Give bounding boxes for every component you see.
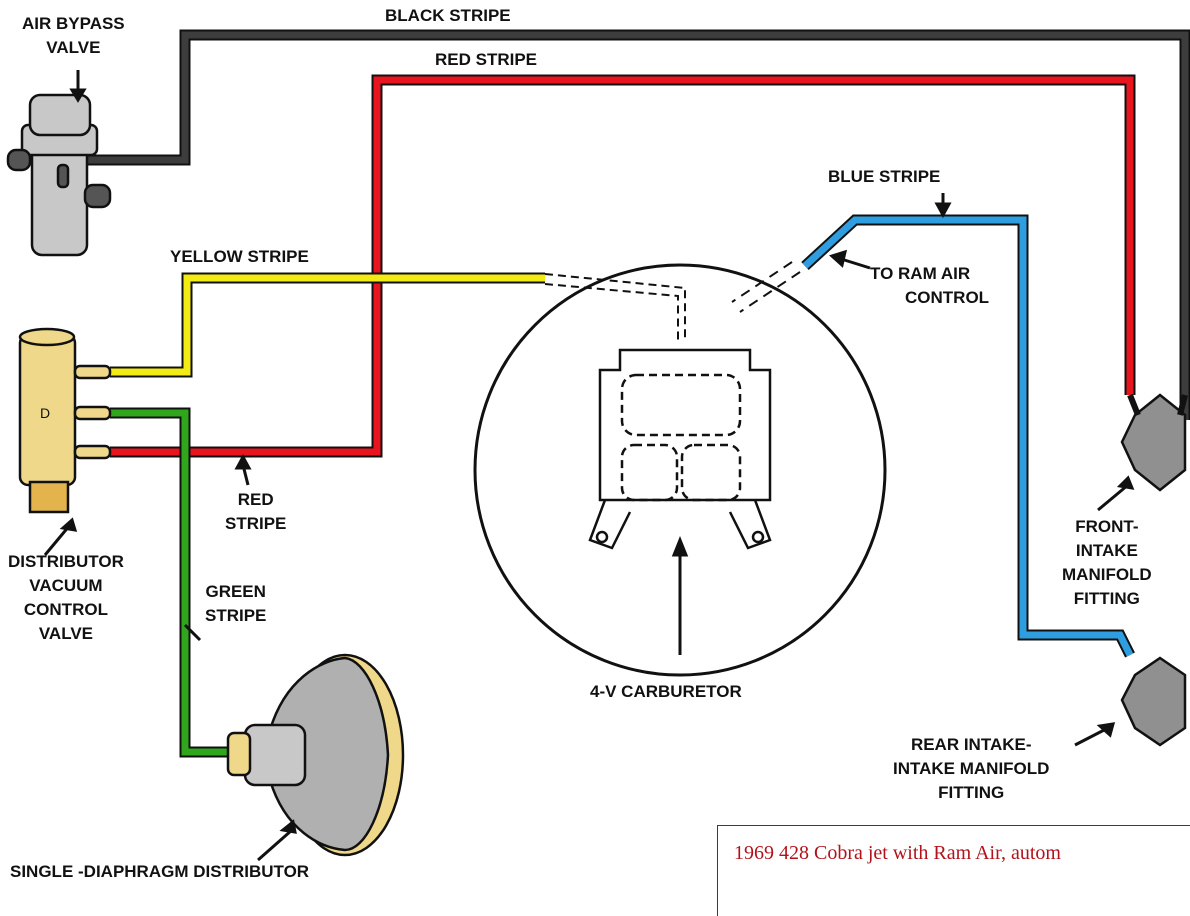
blue-stripe-hose [731,214,1135,658]
front-fitting-line3: MANIFOLD [1062,565,1152,584]
to-ram-air-control-line2: CONTROL [905,288,990,307]
black-stripe-label: BLACK STRIPE [385,6,511,25]
front-fitting-line1: FRONT- [1075,517,1139,536]
yellow-stripe-label: YELLOW STRIPE [170,247,309,266]
rear-intake-manifold-fitting-label: REAR INTAKE- INTAKE MANIFOLD FITTING [893,733,1049,805]
green-stripe-label: GREEN STRIPE [205,580,266,628]
carburetor-body [588,348,772,550]
red-stripe-bottom-line1: RED [237,490,274,509]
single-diaphragm-distributor [226,653,405,857]
leader-arrows [43,70,1135,862]
valve-letter: D [40,405,50,421]
air-bypass-valve-label: AIR BYPASS VALVE [22,12,125,60]
red-stripe-bottom-label: RED STRIPE [225,488,286,536]
caption-text: 1969 428 Cobra jet with Ram Air, autom [734,842,1061,864]
dvcv-label-line1: DISTRIBUTOR [8,552,124,571]
rear-fitting-line2: INTAKE MANIFOLD [893,759,1050,778]
yellow-stripe-hose [110,272,686,378]
air-bypass-valve-label-line2: VALVE [46,38,101,57]
red-stripe-bottom-line2: STRIPE [225,514,287,533]
red-stripe-hose [110,74,1136,458]
carburetor-circle [473,263,887,677]
distributor-vacuum-control-valve [18,327,112,514]
front-fitting-line2: INTAKE [1075,541,1138,560]
single-diaphragm-distributor-label: SINGLE -DIAPHRAGM DISTRIBUTOR [10,862,310,881]
air-bypass-valve [6,93,112,257]
front-intake-manifold-fitting [1120,393,1188,492]
dvcv-label-line4: VALVE [38,624,93,643]
carburetor-label: 4-V CARBURETOR [590,682,742,701]
rear-fitting-line1: REAR INTAKE- [910,735,1032,754]
black-stripe-hose [85,29,1190,420]
rear-intake-manifold-fitting [1120,656,1187,747]
front-intake-manifold-fitting-label: FRONT- INTAKE MANIFOLD FITTING [1062,515,1152,611]
dvcv-label-line3: CONTROL [23,600,108,619]
caption-box: 1969 428 Cobra jet with Ram Air, autom [717,825,1190,916]
green-stripe-line1: GREEN [205,582,266,601]
rear-fitting-line3: FITTING [938,783,1005,802]
green-stripe-hose [110,407,230,758]
blue-stripe-label: BLUE STRIPE [828,167,941,186]
to-ram-air-control-label: TO RAM AIR CONTROL [870,262,989,310]
air-bypass-valve-label-line1: AIR BYPASS [22,14,125,33]
red-stripe-top-label: RED STRIPE [435,50,538,69]
dvcv-label-line2: VACUUM [29,576,103,595]
green-stripe-line2: STRIPE [205,606,267,625]
distributor-vacuum-control-valve-label: DISTRIBUTOR VACUUM CONTROL VALVE [8,550,124,646]
front-fitting-line4: FITTING [1073,589,1140,608]
to-ram-air-control-line1: TO RAM AIR [870,264,971,283]
